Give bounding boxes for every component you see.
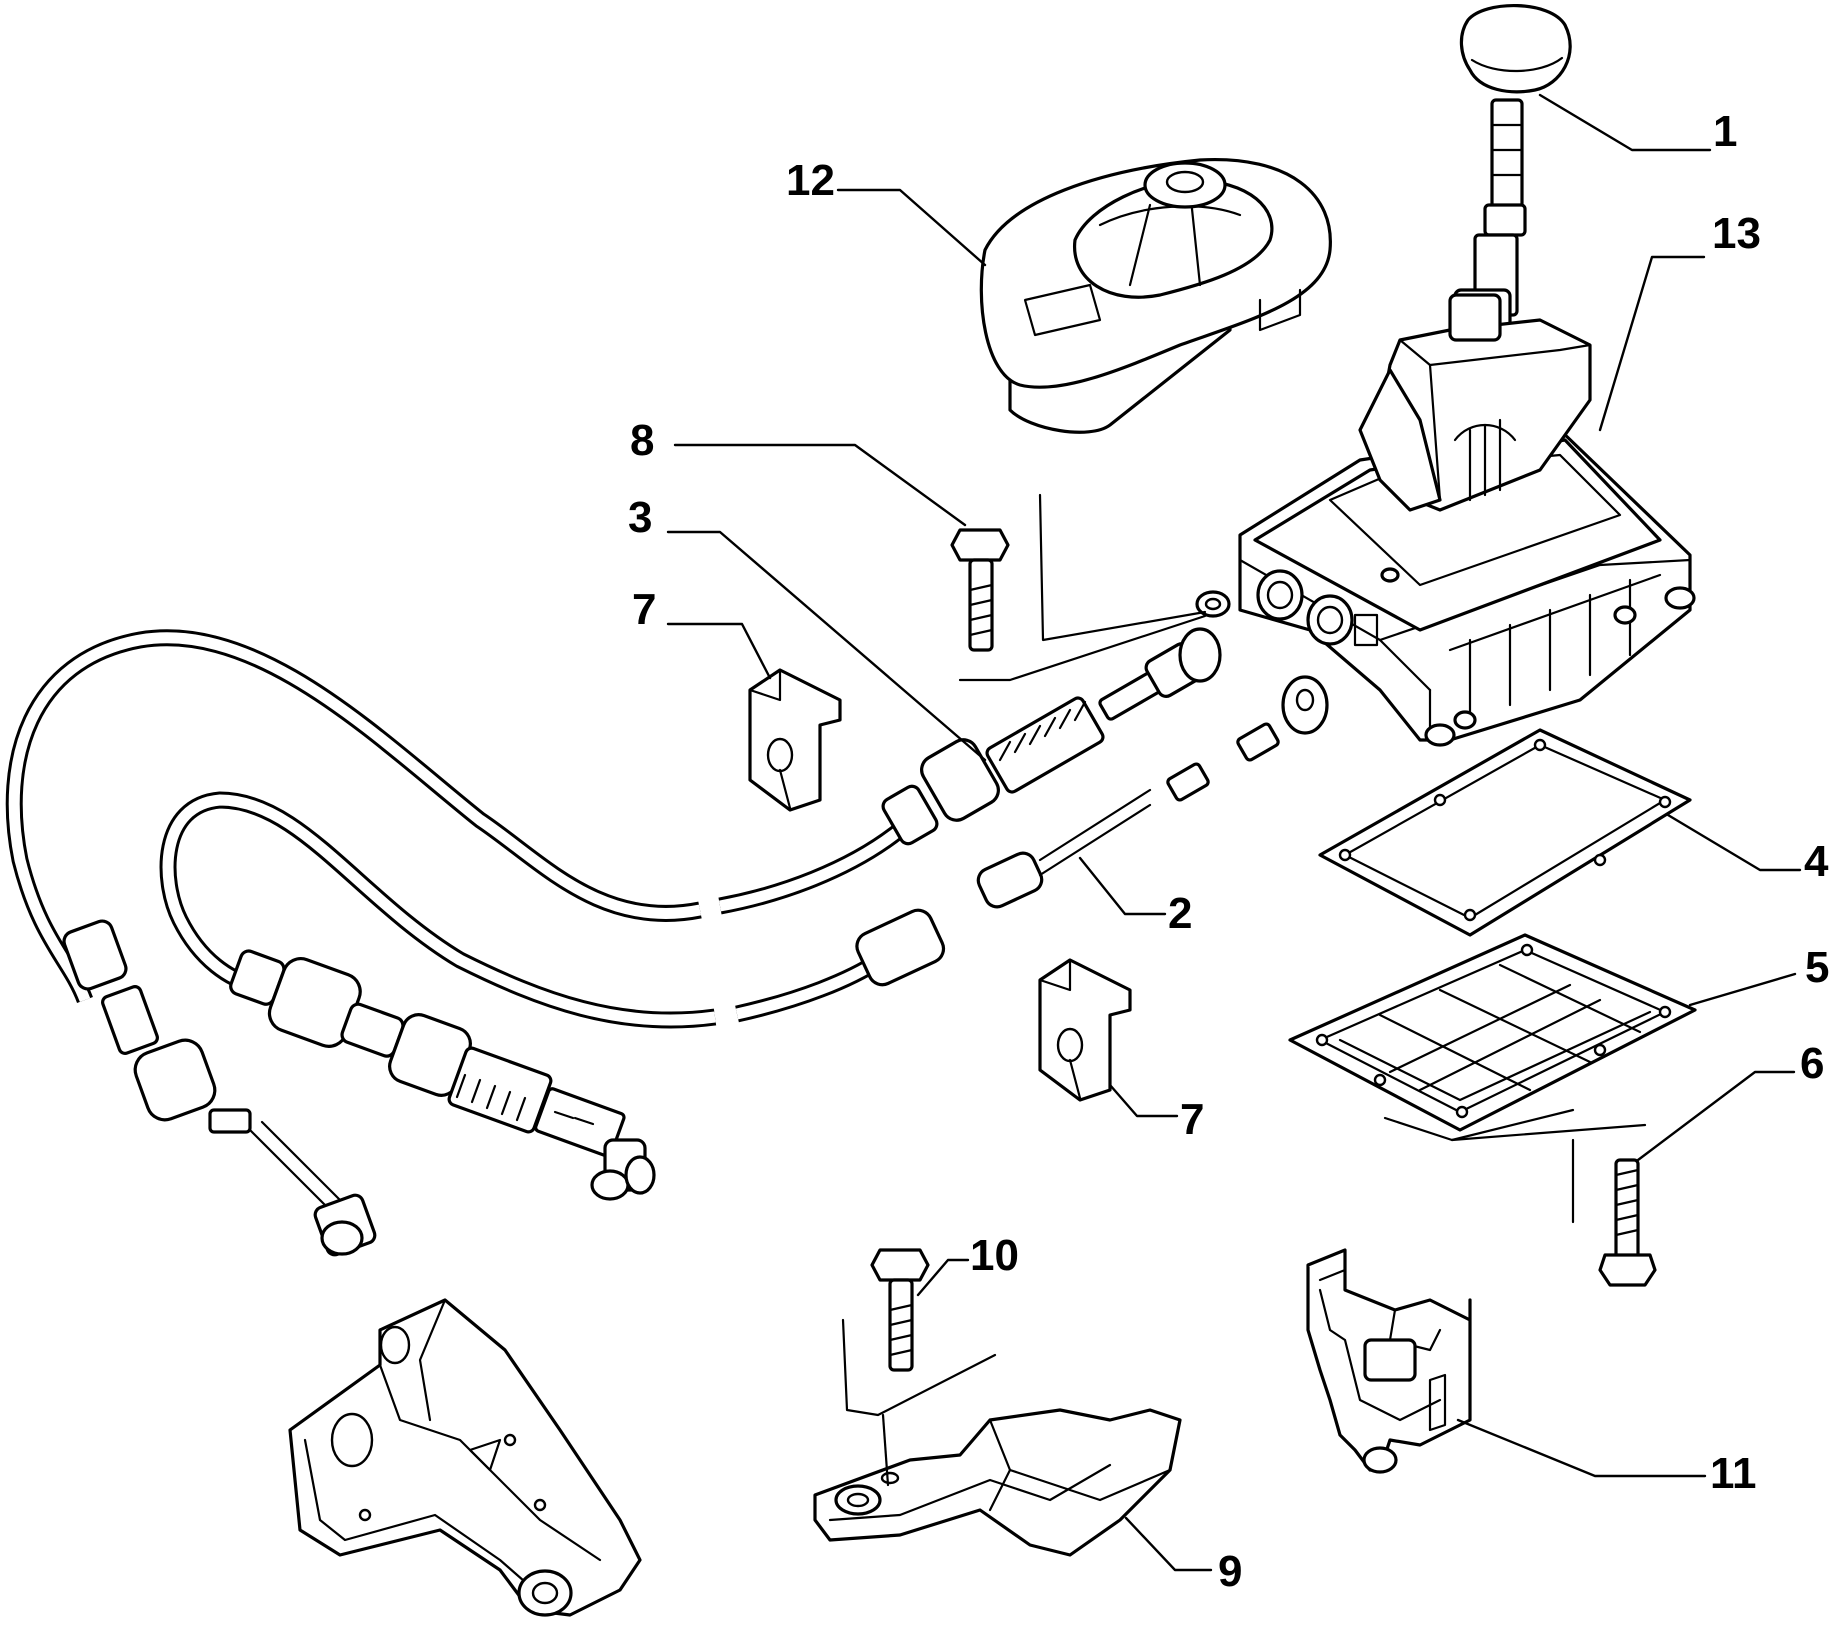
part-8-bolt xyxy=(950,528,1010,652)
callout-1: 1 xyxy=(1713,107,1737,156)
callout-7-lower: 7 xyxy=(1180,1095,1204,1144)
cable-2-end-fitting xyxy=(855,675,1329,987)
part-1-gear-knob xyxy=(1459,3,1572,94)
part-9-support-plate xyxy=(813,1408,1182,1557)
assembly-lines xyxy=(841,493,1647,1487)
callout-5: 5 xyxy=(1805,943,1829,992)
gear-cables xyxy=(5,629,906,1029)
part-7-clip-upper xyxy=(748,668,842,812)
part-11-bracket xyxy=(1306,1248,1472,1474)
callout-7-upper: 7 xyxy=(632,585,656,634)
callout-4: 4 xyxy=(1804,837,1829,886)
callout-12: 12 xyxy=(786,156,835,205)
part-4-gasket xyxy=(1318,728,1692,937)
part-7-clip-lower xyxy=(1038,958,1132,1102)
callout-2: 2 xyxy=(1168,889,1192,938)
cable-3-lower-fitting xyxy=(62,919,377,1257)
callout-6: 6 xyxy=(1800,1039,1824,1088)
callout-3: 3 xyxy=(628,493,652,542)
callout-11: 11 xyxy=(1710,1449,1757,1498)
part-12-boot-housing xyxy=(979,157,1332,434)
cable-2-lower-fitting xyxy=(229,949,656,1201)
part-5-base-plate xyxy=(1288,933,1697,1132)
callout-9: 9 xyxy=(1218,1547,1242,1596)
part-10-bolt xyxy=(870,1248,930,1372)
part-6-bolt xyxy=(1598,1158,1657,1287)
leader-lines xyxy=(666,93,1802,1572)
cable-3-end-fitting xyxy=(881,627,1222,846)
callout-8: 8 xyxy=(630,416,654,465)
part-13-shifter-base xyxy=(1195,293,1696,747)
callout-labels: 1 2 3 4 5 6 7 7 8 9 10 11 12 13 xyxy=(628,107,1829,1596)
callout-13: 13 xyxy=(1712,209,1761,258)
callout-10: 10 xyxy=(970,1231,1019,1280)
cable-support-bracket xyxy=(288,1298,642,1617)
